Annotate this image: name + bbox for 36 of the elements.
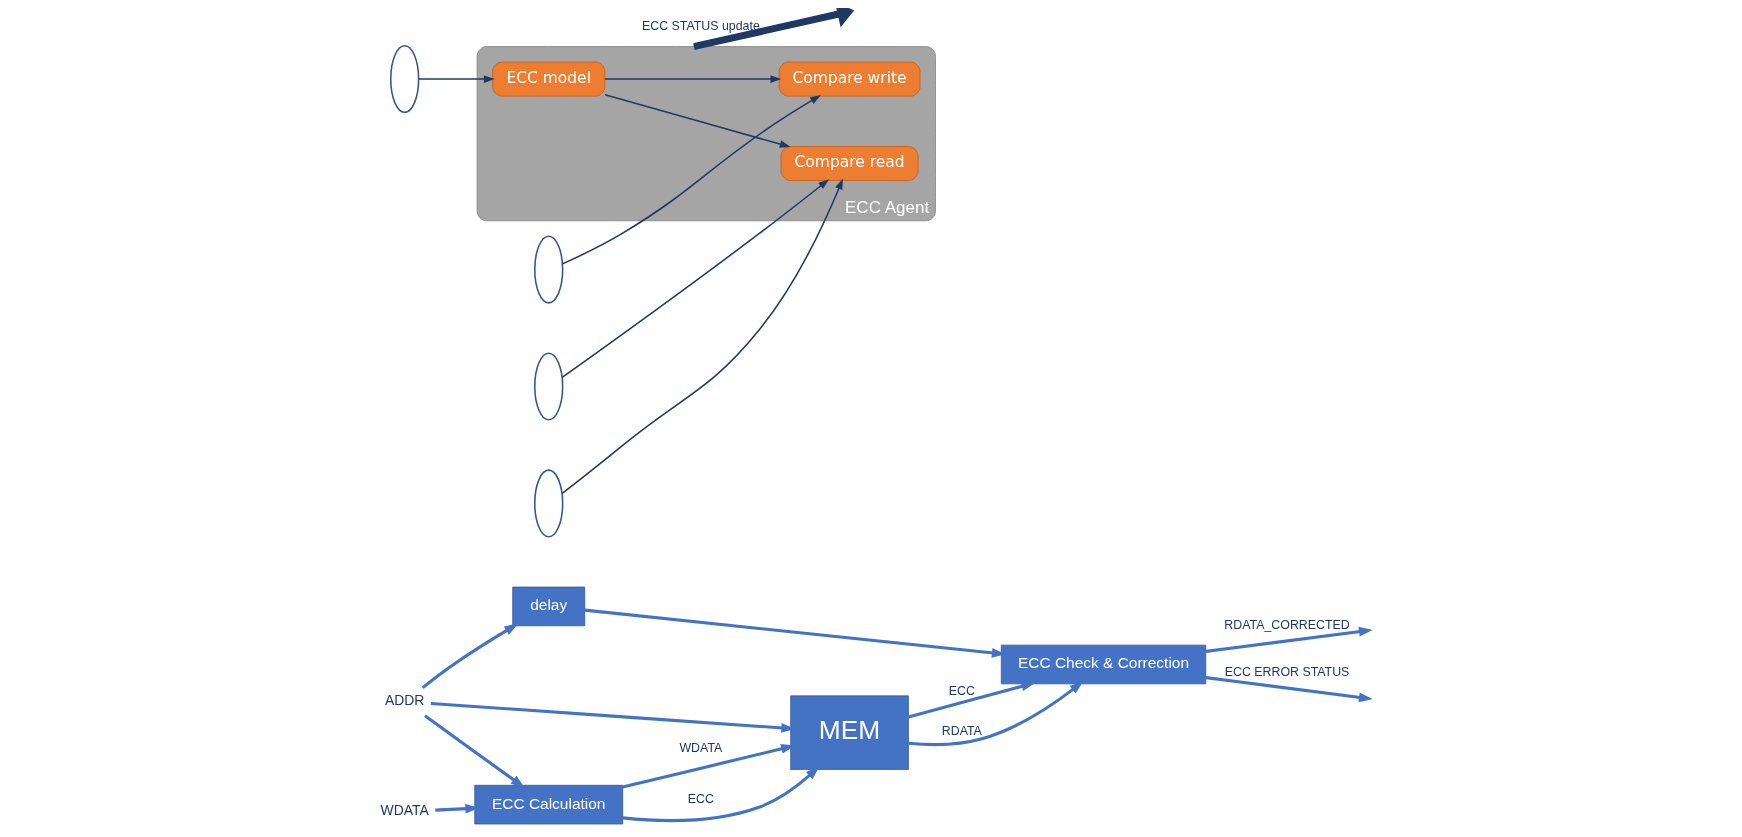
edge-label: RDATA	[941, 723, 982, 738]
node-box: Compare write	[778, 61, 920, 97]
arrow	[434, 803, 479, 814]
arrow	[1205, 626, 1372, 653]
arrow	[603, 75, 781, 83]
arrow	[561, 95, 821, 265]
node-box: Compare read	[780, 146, 918, 181]
node-ellipse	[533, 352, 563, 421]
arrow	[561, 178, 843, 495]
arrow	[430, 701, 795, 733]
node-text: ADDR	[384, 692, 424, 709]
node-text: WDATA	[380, 802, 429, 819]
node-ellipse	[533, 469, 563, 538]
edge-label: ECC	[687, 791, 714, 806]
node-ellipse	[533, 235, 563, 304]
node-box: MEM	[789, 695, 909, 770]
arrow	[907, 681, 1035, 719]
arrow	[560, 179, 829, 379]
arrow	[1205, 676, 1372, 703]
edge-label: RDATA_CORRECTED	[1223, 617, 1350, 632]
arrow	[622, 766, 820, 823]
edge-label: ECC	[948, 683, 975, 698]
node-ellipse	[389, 45, 419, 114]
node-box: ECC model	[491, 61, 605, 97]
edge-label: WDATA	[678, 740, 722, 755]
arrow	[421, 623, 518, 689]
arrow	[621, 744, 795, 789]
node-box: ECC Calculation	[473, 784, 623, 825]
arrow	[423, 714, 525, 789]
arrow	[692, 8, 854, 50]
arrow	[907, 681, 1084, 747]
arrow	[417, 75, 495, 83]
edge-label: ECC ERROR STATUS	[1224, 664, 1349, 679]
arrow	[603, 94, 791, 148]
node-box: ECC Check & Correction	[1000, 644, 1206, 685]
node-box: delay	[511, 586, 585, 627]
